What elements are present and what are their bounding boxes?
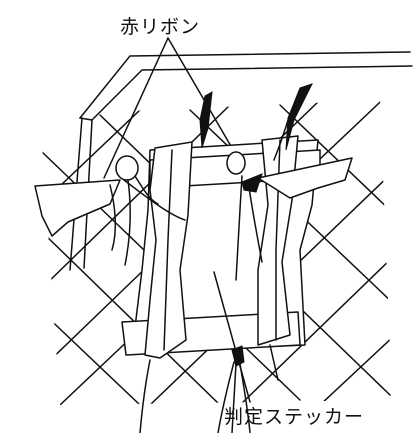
red-ribbon-label: 赤リボン (120, 12, 200, 39)
judgment-sticker-label: 判定ステッカー (224, 402, 364, 429)
